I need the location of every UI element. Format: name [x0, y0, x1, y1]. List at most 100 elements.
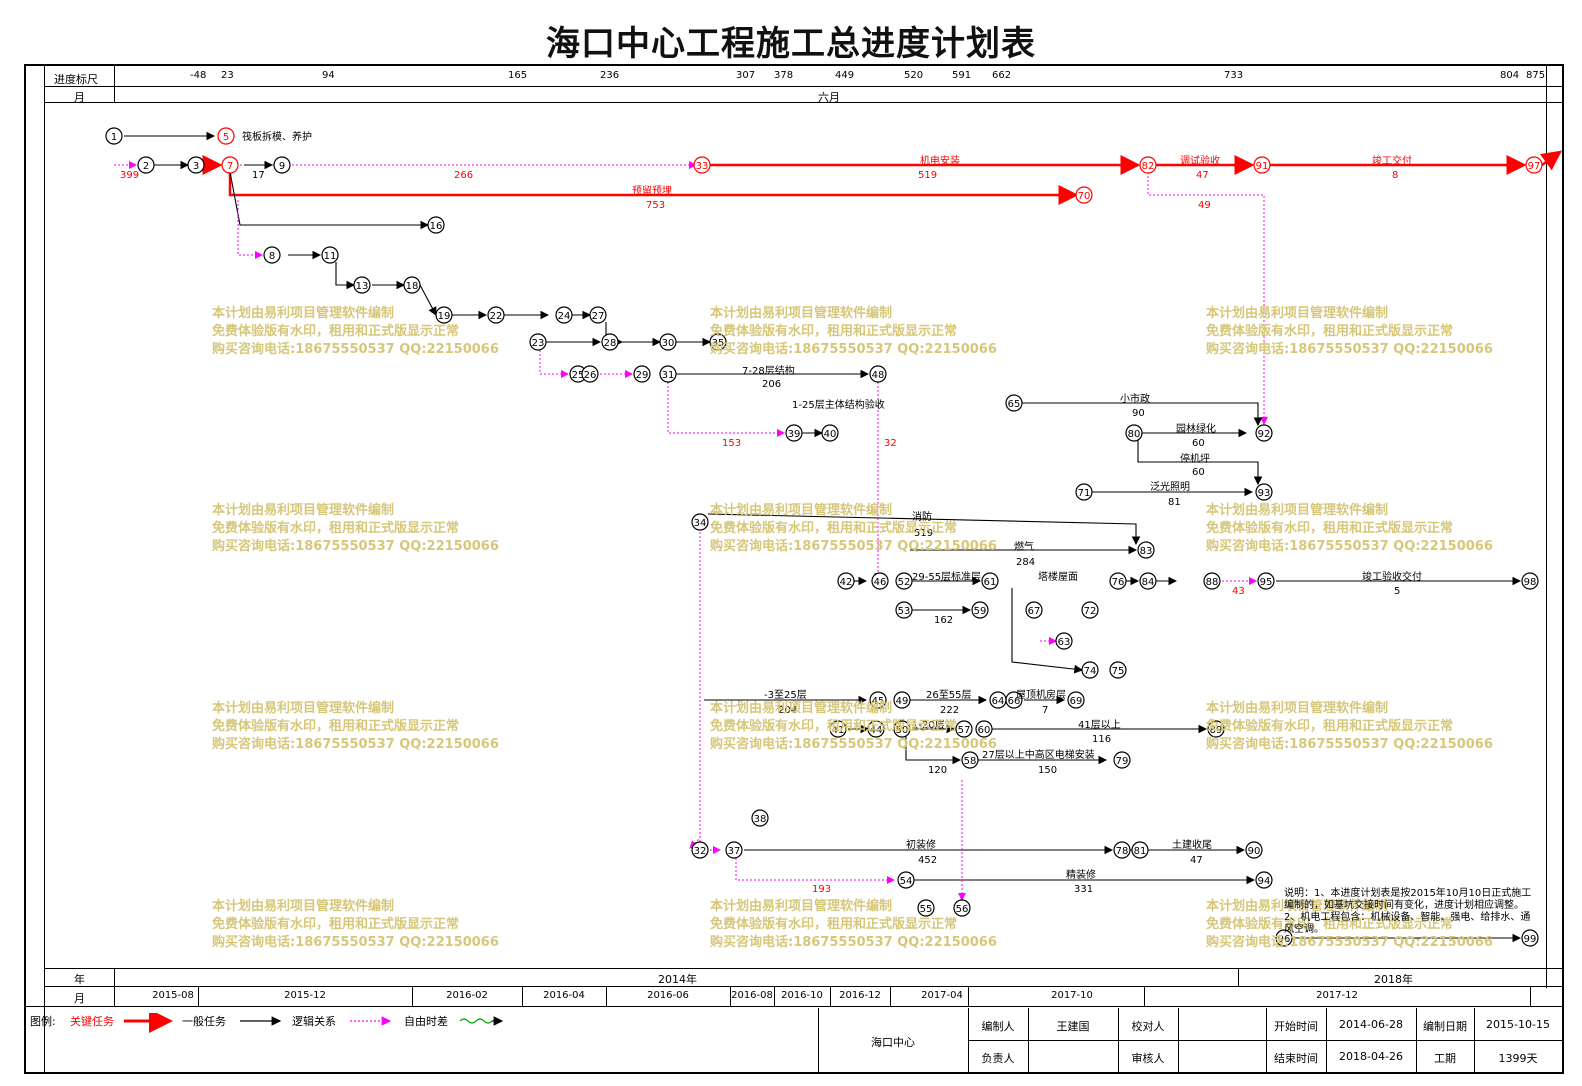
watermark-line: 免费体验版有水印，租用和正式版显示正常	[212, 521, 460, 536]
event-node	[589, 306, 607, 324]
task-label: 47	[1196, 170, 1209, 181]
event-node	[1081, 601, 1099, 619]
event-node	[1075, 483, 1093, 501]
event-node	[1109, 661, 1127, 679]
event-node	[187, 156, 205, 174]
event-node-number: 1	[111, 132, 117, 143]
event-node-number: 90	[1248, 846, 1261, 857]
event-node-number: 46	[874, 577, 887, 588]
float-arrow	[667, 382, 785, 437]
event-node-number: 97	[1528, 161, 1541, 172]
chart-title: 海口中心工程施工总进度计划表	[546, 24, 1036, 64]
event-node-number: 82	[1142, 161, 1155, 172]
event-node-number: 57	[958, 725, 971, 736]
float-arrow	[539, 350, 569, 378]
event-node-number: 93	[1258, 488, 1271, 499]
event-node-number: 60	[978, 725, 991, 736]
info-editor-label: 编制人	[981, 1020, 1015, 1033]
event-node-number: 31	[662, 370, 675, 381]
task-label: 81	[1168, 497, 1181, 508]
event-node-number: 84	[1142, 577, 1155, 588]
event-node-number: 89	[1210, 725, 1223, 736]
month-label: 2017-12	[1316, 990, 1358, 1001]
month-label: 2015-08	[152, 990, 194, 1001]
event-node-number: 22	[490, 311, 503, 322]
watermark-line: 购买咨询电话:18675550537 QQ:22150066	[710, 342, 997, 357]
event-node-number: 98	[1524, 577, 1537, 588]
watermark-line: 免费体验版有水印，租用和正式版显示正常	[710, 719, 958, 734]
event-node-number: 59	[974, 606, 987, 617]
event-node-number: 94	[1258, 876, 1271, 887]
event-node-number: 5	[223, 132, 229, 143]
task-arrow	[419, 284, 437, 316]
event-node-number: 34	[694, 518, 707, 529]
event-node	[1139, 156, 1157, 174]
task-label: 47	[1190, 855, 1203, 866]
tick-label: 165	[508, 70, 528, 81]
month-label: 2016-08	[731, 990, 773, 1001]
top-month-label: 月	[74, 91, 85, 104]
task-label: 泛光照明	[1150, 482, 1190, 493]
task-label: 竣工交付	[1372, 156, 1412, 167]
watermark: 本计划由易利项目管理软件编制免费体验版有水印，租用和正式版显示正常购买咨询电话:…	[212, 898, 499, 952]
event-node	[709, 333, 727, 351]
watermark-line: 免费体验版有水印，租用和正式版显示正常	[1206, 917, 1454, 932]
watermark-line: 购买咨询电话:18675550537 QQ:22150066	[1206, 935, 1493, 950]
info-edit-date: 2015-10-15	[1486, 1018, 1550, 1031]
event-node	[1275, 929, 1293, 947]
event-node	[1255, 424, 1273, 442]
event-node	[975, 720, 993, 738]
task-arrow	[229, 171, 430, 230]
watermark: 本计划由易利项目管理软件编制免费体验版有水印，租用和正式版显示正常购买咨询电话:…	[710, 305, 997, 359]
event-node	[867, 720, 885, 738]
event-node	[869, 365, 887, 383]
task-label: 519	[914, 528, 934, 539]
scale-label: 进度标尺	[54, 73, 98, 86]
event-node-number: 56	[956, 904, 969, 915]
event-node	[955, 720, 973, 738]
task-label: 小市政	[1120, 394, 1150, 405]
task-label: 屋顶机房层	[1016, 690, 1066, 701]
event-node-number: 24	[558, 311, 571, 322]
event-node-number: 25	[572, 370, 585, 381]
month-label: 2015-12	[284, 990, 326, 1001]
event-node-number: 7	[227, 161, 233, 172]
event-node	[871, 572, 889, 590]
watermark-line: 本计划由易利项目管理软件编制	[212, 899, 395, 914]
watermark-line: 免费体验版有水印，租用和正式版显示正常	[710, 324, 958, 339]
event-node-number: 92	[1258, 429, 1271, 440]
event-node	[321, 246, 339, 264]
month-label: 2017-10	[1051, 990, 1093, 1001]
watermark-line: 免费体验版有水印，租用和正式版显示正常	[1206, 324, 1454, 339]
event-node	[263, 246, 281, 264]
info-end-label: 结束时间	[1274, 1052, 1318, 1065]
event-node	[1131, 841, 1149, 859]
task-label: 土建收尾	[1172, 840, 1212, 851]
task-label: 初装修	[906, 840, 936, 851]
event-node	[897, 871, 915, 889]
float-arrow	[689, 528, 701, 849]
info-project: 海口中心	[871, 1036, 915, 1049]
event-node	[217, 127, 235, 145]
event-node-number: 76	[1112, 577, 1125, 588]
event-node	[837, 572, 855, 590]
event-node	[751, 809, 769, 827]
info-duration-label: 工期	[1434, 1052, 1456, 1065]
event-node-number: 58	[964, 756, 977, 767]
event-node	[1245, 841, 1263, 859]
watermark: 本计划由易利项目管理软件编制免费体验版有水印，租用和正式版显示正常购买咨询电话:…	[212, 700, 499, 754]
task-label: 266	[454, 170, 474, 181]
event-node	[1005, 691, 1023, 709]
event-node-number: 50	[896, 725, 909, 736]
watermark-line: 购买咨询电话:18675550537 QQ:22150066	[212, 935, 499, 950]
event-node	[971, 601, 989, 619]
event-node	[1255, 483, 1273, 501]
event-node	[1203, 572, 1221, 590]
task-label: 519	[918, 170, 938, 181]
info-checker-label: 校对人	[1131, 1020, 1165, 1033]
event-node	[725, 841, 743, 859]
event-node	[221, 156, 239, 174]
bottom-divider	[44, 968, 1562, 969]
watermark-line: 购买咨询电话:18675550537 QQ:22150066	[710, 737, 997, 752]
watermark: 本计划由易利项目管理软件编制免费体验版有水印，租用和正式版显示正常购买咨询电话:…	[710, 700, 997, 754]
